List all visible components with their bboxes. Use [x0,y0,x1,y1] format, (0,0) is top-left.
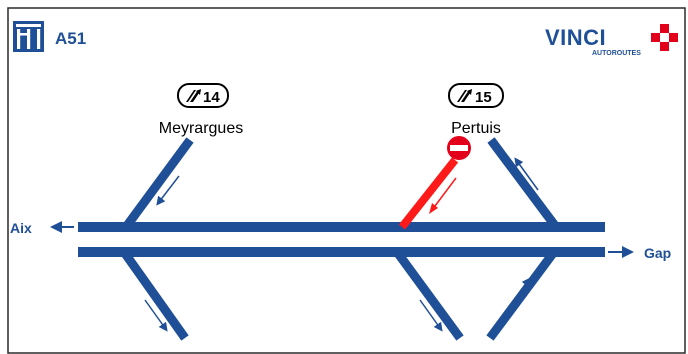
direction-west-label: Aix [10,220,32,236]
brand-cross-icon [651,24,678,51]
exit15-closed-ramp [398,157,459,230]
exit15-lower-entry-ramp [486,249,558,341]
carriageway-eastbound [78,247,605,257]
ramp-direction-arrow [419,299,443,332]
closed-ramp-arrow [431,177,457,211]
exit-town-meyrargues: Meyrargues [159,120,243,137]
map-frame [7,7,686,354]
operator-logo: VINCI AUTOROUTES [545,24,678,57]
motorway-icon [13,21,44,52]
operator-subbrand: AUTOROUTES [592,50,641,57]
ramp-direction-arrow [507,277,531,309]
exit15-exit-ramp [487,137,560,230]
exit-badge-14: 14 [177,83,229,108]
ramp-direction-arrow [514,157,539,191]
exit14-entry-ramp [122,137,194,230]
exit-number: 15 [475,89,492,106]
exit-icon [186,89,201,102]
no-entry-icon [447,136,471,160]
direction-east-label: Gap [644,245,671,261]
ramp-direction-arrow [144,299,168,332]
exit-number: 14 [203,89,220,106]
exit-badge-15: 15 [448,83,504,108]
exit14-exit-ramp [120,249,189,341]
operator-brand: VINCI [545,25,606,50]
ramp-direction-arrow [156,175,180,206]
highway-name: A51 [55,29,86,48]
exit-town-pertuis: Pertuis [451,120,501,137]
carriageway-westbound [78,222,605,232]
exit-icon [457,89,472,102]
closed-ramp-arrowhead [429,203,438,214]
exit15-lower-exit-ramp [393,249,464,341]
